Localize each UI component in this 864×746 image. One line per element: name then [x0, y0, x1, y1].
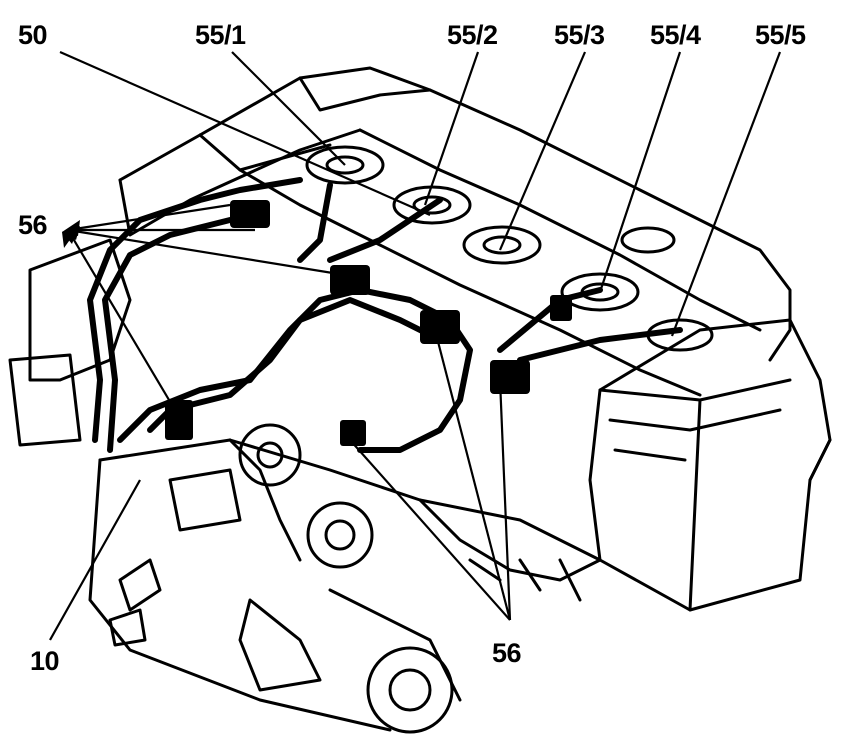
leader-55-3: [498, 51, 587, 251]
callout-50: 50: [18, 20, 48, 50]
leader-55-2: [423, 51, 480, 206]
leader-arrowheads: [62, 220, 80, 248]
leader-56-bottom-c: [498, 379, 512, 621]
leader-10: [49, 479, 141, 641]
air-intake-box: [588, 318, 832, 612]
callout-55-4: 55/4: [650, 20, 701, 50]
leader-55-4: [598, 51, 682, 293]
callout-10: 10: [30, 646, 60, 676]
leader-56-left-a: [67, 203, 231, 232]
leader-56-left-d: [67, 229, 176, 411]
callout-55-3: 55/3: [554, 20, 605, 50]
pulley-assembly: [108, 423, 462, 734]
callout-56-bottom: 56: [492, 638, 522, 668]
coil-connectors: [165, 200, 572, 446]
leader-56-bottom-b: [433, 329, 512, 621]
callout-55-2: 55/2: [447, 20, 498, 50]
leader-50: [59, 50, 431, 217]
leader-56-bottom-a: [349, 439, 511, 621]
leader-55-1: [231, 51, 346, 166]
head-cover: [118, 66, 792, 397]
callout-56-left: 56: [18, 210, 48, 240]
leader-lines: [49, 50, 782, 641]
leader-55-5: [670, 51, 782, 337]
spark-plug-wells: [305, 145, 714, 352]
callout-55-1: 55/1: [195, 20, 246, 50]
leader-56-left-c: [67, 228, 346, 277]
callout-55-5: 55/5: [755, 20, 806, 50]
